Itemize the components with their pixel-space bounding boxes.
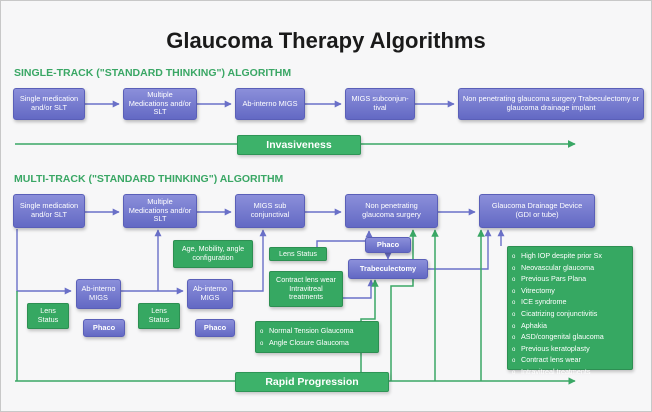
phaco-box-2: Phaco: [195, 319, 235, 337]
trabeculectomy-box: Trabeculectomy: [348, 259, 428, 279]
lens-status-box-1: Lens Status: [27, 303, 69, 329]
multi-track-heading: MULTI-TRACK ("STANDARD THINKING") ALGORI…: [14, 173, 284, 185]
list-item: High IOP despite prior Sx: [512, 251, 628, 263]
multi-track-arrows: [16, 208, 505, 299]
rapid-progression-label: Rapid Progression: [235, 372, 389, 392]
single-track-heading: SINGLE-TRACK ("STANDARD THINKING") ALGOR…: [14, 67, 292, 79]
arrow: [233, 229, 267, 292]
phaco-box-1: Phaco: [83, 319, 125, 337]
lens-status-box-2: Lens Status: [138, 303, 180, 329]
list-item: Previous Pars Plana: [512, 274, 628, 286]
indications-list-box: High IOP despite prior Sx Neovascular gl…: [507, 246, 633, 376]
single-step-2: Multiple Medications and/or SLT: [123, 88, 197, 120]
list-item: Intravitreal treatments: [512, 367, 628, 379]
multi-step-2: Multiple Medications and/or SLT: [123, 194, 197, 228]
list-item: Previous keratoplasty: [512, 344, 628, 356]
multi-step-1: Single medication and/or SLT: [13, 194, 85, 228]
ab-interno-migs-1: Ab-interno MIGS: [76, 279, 121, 309]
phaco-box-3: Phaco: [365, 237, 411, 253]
single-step-4: MIGS subconjun-tival: [345, 88, 415, 120]
lens-status-box-3: Lens Status: [269, 247, 327, 261]
arrow: [390, 229, 417, 381]
ab-interno-migs-2: Ab-interno MIGS: [187, 279, 233, 309]
list-item: Cicatrizing conjunctivitis: [512, 309, 628, 321]
contract-lens-note: Contract lens wear Intravitreal treatmen…: [269, 271, 343, 307]
list-item: Contract lens wear: [512, 355, 628, 367]
arrow: [16, 229, 72, 295]
list-item: Aphakia: [512, 321, 628, 333]
list-item: Angle Closure Glaucoma: [260, 338, 374, 350]
glaucoma-type-list-box: Normal Tension Glaucoma Angle Closure Gl…: [255, 321, 379, 353]
single-step-5: Non penetrating glaucoma surgery Trabecu…: [458, 88, 644, 120]
single-step-3: Ab-interno MIGS: [235, 88, 305, 120]
age-mobility-note: Age, Mobility, angle configuration: [173, 240, 253, 268]
page-title: Glaucoma Therapy Algorithms: [166, 28, 486, 53]
multi-step-3: MIGS sub conjunctival: [235, 194, 305, 228]
list-item: Normal Tension Glaucoma: [260, 326, 374, 338]
list-item: ASD/congenital glaucoma: [512, 332, 628, 344]
list-item: Neovascular glaucoma: [512, 263, 628, 275]
invasiveness-label: Invasiveness: [237, 135, 361, 155]
list-item: ICE syndrome: [512, 297, 628, 309]
multi-step-5: Glaucoma Drainage Device (GDI or tube): [479, 194, 595, 228]
multi-step-4: Non penetrating glaucoma surgery: [345, 194, 438, 228]
list-item: Vitrectomy: [512, 286, 628, 298]
single-step-1: Single medication and/or SLT: [13, 88, 85, 120]
arrow: [428, 229, 492, 270]
